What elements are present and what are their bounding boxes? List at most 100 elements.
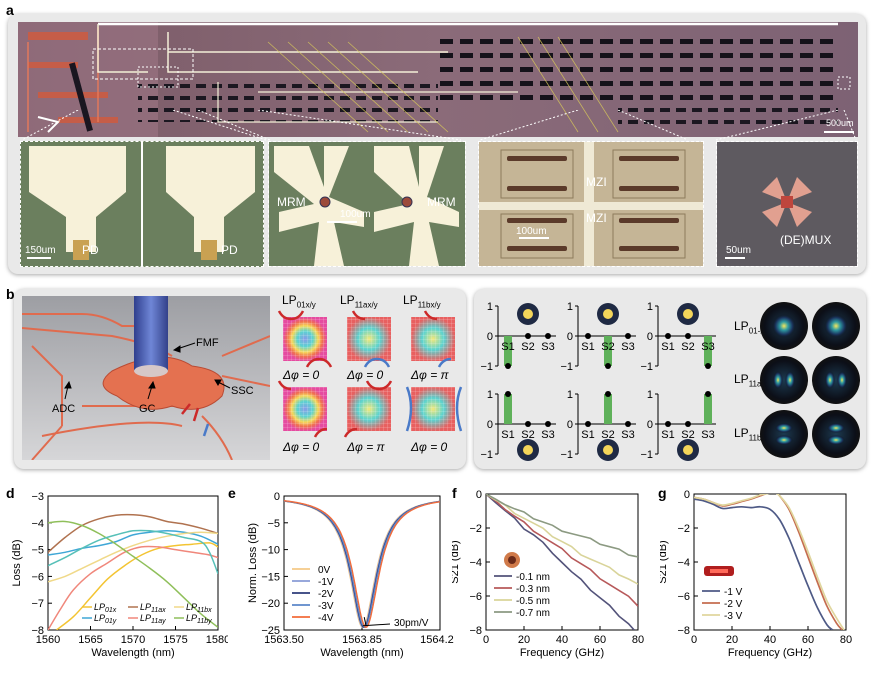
series-line-LP01y-alt — [48, 529, 218, 574]
legend-label: -0.5 nm — [516, 596, 550, 607]
stokes-s-label: S1 — [581, 341, 594, 353]
x-axis-label: Wavelength (nm) — [91, 647, 174, 659]
series-line--2 V — [694, 494, 843, 630]
stokes-s-label: S2 — [681, 341, 694, 353]
stokes-bar — [504, 394, 512, 424]
plot-frame — [283, 495, 441, 631]
phase-bottom-2: Δφ = π — [347, 440, 385, 454]
x-tick-label: 1570 — [121, 634, 145, 646]
panel-label-e: e — [228, 485, 236, 501]
x-axis-label: Frequency (GHz) — [728, 647, 812, 659]
stokes-mode-spot — [523, 445, 533, 455]
y-tick-label: −3 — [31, 491, 44, 503]
stokes-point — [585, 333, 591, 339]
stokes-point — [525, 333, 531, 339]
panel-label-a: a — [6, 2, 14, 18]
y-tick-label: −6 — [677, 591, 690, 603]
series-line--0.1 nm — [486, 494, 635, 630]
y-tick-label: −5 — [31, 545, 44, 557]
y-tick-label: −4 — [469, 557, 482, 569]
chart-e-resonance-shift: 1563.501563.851564.200−5−10−15−20−25Wave… — [247, 491, 454, 659]
y-tick-label: −15 — [261, 571, 280, 583]
phase-bottom-1: Δφ = 0 — [283, 440, 320, 454]
y-tick-label: −2 — [677, 523, 690, 535]
stokes-s-label: S2 — [521, 429, 534, 441]
stokes-mode-spot — [603, 445, 613, 455]
stokes-tick-label: −1 — [640, 449, 653, 461]
stokes-point — [665, 421, 671, 427]
mrm-tag-right: MRM — [427, 195, 456, 209]
stokes-mode-spot — [523, 309, 533, 319]
stokes-tick-label: 1 — [487, 301, 493, 313]
stokes-s-label: S2 — [681, 429, 694, 441]
callout-ssc: SSC — [231, 385, 254, 397]
stokes-tick-label: −1 — [640, 361, 653, 373]
legend-label: -2V — [318, 589, 334, 600]
legend-label: -2 V — [724, 599, 743, 610]
y-tick-label: −8 — [677, 625, 690, 637]
stokes-s-label: S2 — [521, 341, 534, 353]
x-tick-label: 40 — [764, 634, 776, 646]
stokes-tick-label: 0 — [647, 331, 653, 343]
modulator-icon-core — [710, 569, 728, 573]
legend-label: LP11ax — [140, 602, 166, 614]
x-tick-label: 1563.85 — [342, 634, 382, 646]
mrm-tag-left: MRM — [277, 195, 306, 209]
main-scale-bar-label: 500um — [826, 118, 854, 128]
stokes-bar — [604, 336, 612, 366]
stokes-tick-label: 0 — [487, 331, 493, 343]
series-line--2V — [284, 500, 440, 629]
stokes-mode-spot — [603, 309, 613, 319]
stokes-s-label: S1 — [501, 341, 514, 353]
legend-label: LP11by — [186, 613, 212, 625]
x-tick-label: 60 — [594, 634, 606, 646]
series-line-LP11bx — [48, 531, 218, 583]
x-tick-label: 60 — [802, 634, 814, 646]
y-tick-label: 0 — [476, 489, 482, 501]
stokes-s-label: S1 — [661, 429, 674, 441]
demux-tag: (DE)MUX — [780, 233, 832, 247]
phase-top-1: Δφ = 0 — [283, 368, 320, 382]
stokes-mode-spot — [683, 445, 693, 455]
stokes-point — [625, 421, 631, 427]
mzi-tag-top: MZI — [586, 175, 607, 189]
pd-scale-bar-label: 150um — [25, 245, 56, 256]
inset-microring-modulator — [268, 141, 466, 267]
panel-label-g: g — [658, 485, 667, 501]
y-tick-label: −4 — [677, 557, 690, 569]
stokes-bar — [704, 336, 712, 366]
inset-mach-zehnder — [478, 141, 704, 267]
x-tick-label: 80 — [840, 634, 852, 646]
legend-label: LP01x — [94, 602, 117, 614]
stokes-tick-label: 0 — [567, 419, 573, 431]
x-tick-label: 1580 — [206, 634, 228, 646]
y-tick-label: −10 — [261, 545, 280, 557]
legend-label: LP01y — [94, 613, 117, 625]
stokes-point — [525, 421, 531, 427]
stokes-point — [505, 391, 511, 397]
legend-label: -1V — [318, 577, 334, 588]
y-tick-label: −4 — [31, 518, 44, 530]
series-line-0V — [284, 500, 440, 629]
y-tick-label: 0 — [684, 489, 690, 501]
stokes-tick-label: 1 — [487, 389, 493, 401]
mode-header-lp11a: LP11ax/y — [340, 293, 378, 310]
legend-label: -1 V — [724, 587, 743, 598]
stokes-point — [605, 391, 611, 397]
series-line-LP11ax — [48, 513, 218, 553]
legend-label: 0V — [318, 565, 331, 576]
stokes-tick-label: 1 — [567, 301, 573, 313]
x-axis-label: Frequency (GHz) — [520, 647, 604, 659]
stokes-s-label: S2 — [601, 429, 614, 441]
annotation-label: 30pm/V — [394, 618, 429, 629]
stokes-s-label: S3 — [701, 429, 714, 441]
y-tick-label: −8 — [31, 625, 44, 637]
mode-row-lp01: LP01-x/y — [734, 319, 771, 336]
stokes-s-label: S3 — [621, 341, 634, 353]
stokes-point — [585, 421, 591, 427]
callout-gc: GC — [139, 403, 156, 415]
